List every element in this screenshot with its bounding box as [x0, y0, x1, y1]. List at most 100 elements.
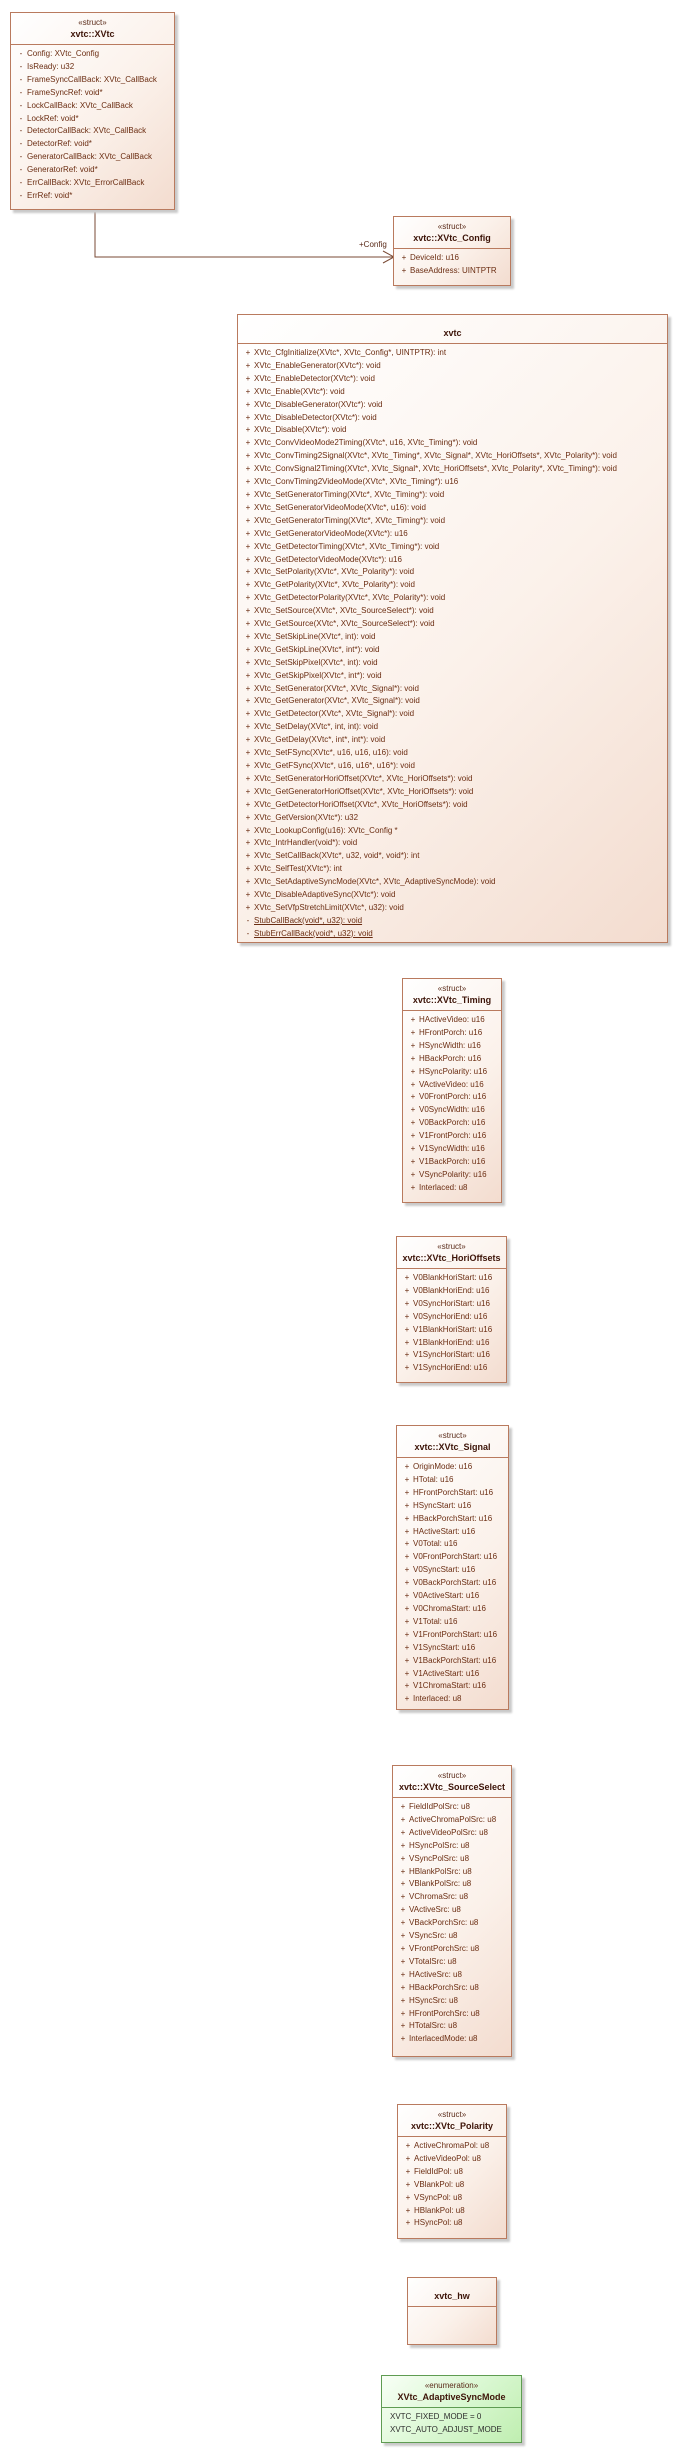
hw-class-box[interactable]: xvtc_hw	[407, 2277, 497, 2345]
class-member[interactable]: +XVtc_EnableGenerator(XVtc*): void	[242, 360, 663, 373]
class-member[interactable]: +V1SyncHoriEnd: u16	[401, 1362, 502, 1375]
class-member[interactable]: +VBackPorchSrc: u8	[397, 1917, 507, 1930]
class-member[interactable]: +HTotal: u16	[401, 1474, 504, 1487]
enum-literal[interactable]: XVTC_AUTO_ADJUST_MODE	[386, 2424, 517, 2437]
class-member[interactable]: +BaseAddress: UINTPTR	[398, 265, 506, 278]
class-member[interactable]: +XVtc_GetDetector(XVtc*, XVtc_Signal*): …	[242, 708, 663, 721]
class-member[interactable]: +V1SyncHoriStart: u16	[401, 1349, 502, 1362]
class-member[interactable]: +XVtc_DisableGenerator(XVtc*): void	[242, 399, 663, 412]
class-member[interactable]: +XVtc_ConvVideoMode2Timing(XVtc*, u16, X…	[242, 437, 663, 450]
class-member[interactable]: +HFrontPorchSrc: u8	[397, 2008, 507, 2021]
class-member[interactable]: +V1ActiveStart: u16	[401, 1668, 504, 1681]
class-member[interactable]: +V0FrontPorch: u16	[407, 1091, 497, 1104]
class-member[interactable]: +XVtc_SetSkipLine(XVtc*, int): void	[242, 631, 663, 644]
class-member[interactable]: +HBackPorchStart: u16	[401, 1513, 504, 1526]
class-member[interactable]: -LockCallBack: XVtc_CallBack	[15, 100, 170, 113]
class-member[interactable]: +XVtc_ConvSignal2Timing(XVtc*, XVtc_Sign…	[242, 463, 663, 476]
class-member[interactable]: +V0ChromaStart: u16	[401, 1603, 504, 1616]
class-member[interactable]: +XVtc_EnableDetector(XVtc*): void	[242, 373, 663, 386]
class-member[interactable]: +V0BackPorch: u16	[407, 1117, 497, 1130]
class-member[interactable]: +XVtc_GetPolarity(XVtc*, XVtc_Polarity*)…	[242, 579, 663, 592]
class-member[interactable]: +VBlankPolSrc: u8	[397, 1878, 507, 1891]
class-member[interactable]: +HSyncWidth: u16	[407, 1040, 497, 1053]
class-member[interactable]: +V0BackPorchStart: u16	[401, 1577, 504, 1590]
class-member[interactable]: -StubErrCallBack(void*, u32): void	[242, 928, 663, 941]
class-member[interactable]: +XVtc_SetPolarity(XVtc*, XVtc_Polarity*)…	[242, 566, 663, 579]
class-member[interactable]: +XVtc_SetFSync(XVtc*, u16, u16, u16): vo…	[242, 747, 663, 760]
class-member[interactable]: +HBlankPol: u8	[402, 2205, 502, 2218]
class-member[interactable]: -ErrCallBack: XVtc_ErrorCallBack	[15, 177, 170, 190]
class-member[interactable]: +XVtc_DisableAdaptiveSync(XVtc*): void	[242, 889, 663, 902]
class-member[interactable]: +HFrontPorchStart: u16	[401, 1487, 504, 1500]
class-member[interactable]: -FrameSyncCallBack: XVtc_CallBack	[15, 74, 170, 87]
timing-class-box[interactable]: «struct»xvtc::XVtc_Timing+HActiveVideo: …	[402, 978, 502, 1203]
class-member[interactable]: +XVtc_GetDelay(XVtc*, int*, int*): void	[242, 734, 663, 747]
class-member[interactable]: +XVtc_Disable(XVtc*): void	[242, 424, 663, 437]
class-member[interactable]: +V1FrontPorch: u16	[407, 1130, 497, 1143]
class-member[interactable]: +HSyncPol: u8	[402, 2217, 502, 2230]
class-member[interactable]: +HSyncPolarity: u16	[407, 1066, 497, 1079]
class-member[interactable]: +HSyncStart: u16	[401, 1500, 504, 1513]
class-member[interactable]: +V1ChromaStart: u16	[401, 1680, 504, 1693]
class-member[interactable]: +VSyncPolarity: u16	[407, 1169, 497, 1182]
class-member[interactable]: +XVtc_DisableDetector(XVtc*): void	[242, 412, 663, 425]
class-member[interactable]: +DeviceId: u16	[398, 252, 506, 265]
config-class-box[interactable]: «struct»xvtc::XVtc_Config+DeviceId: u16+…	[393, 216, 511, 286]
horioffsets-class-box[interactable]: «struct»xvtc::XVtc_HoriOffsets+V0BlankHo…	[396, 1236, 507, 1383]
class-member[interactable]: +VActiveVideo: u16	[407, 1079, 497, 1092]
class-member[interactable]: +XVtc_GetDetectorVideoMode(XVtc*): u16	[242, 554, 663, 567]
class-member[interactable]: +XVtc_GetGeneratorHoriOffset(XVtc*, XVtc…	[242, 786, 663, 799]
class-member[interactable]: +OriginMode: u16	[401, 1461, 504, 1474]
class-member[interactable]: -IsReady: u32	[15, 61, 170, 74]
class-member[interactable]: -GeneratorRef: void*	[15, 164, 170, 177]
class-member[interactable]: +XVtc_GetDetectorPolarity(XVtc*, XVtc_Po…	[242, 592, 663, 605]
class-member[interactable]: +HBackPorchSrc: u8	[397, 1982, 507, 1995]
class-member[interactable]: +XVtc_GetGeneratorTiming(XVtc*, XVtc_Tim…	[242, 515, 663, 528]
class-member[interactable]: +XVtc_LookupConfig(u16): XVtc_Config *	[242, 825, 663, 838]
xvtc-struct-class-box[interactable]: «struct»xvtc::XVtc-Config: XVtc_Config-I…	[10, 12, 175, 210]
class-member[interactable]: -StubCallBack(void*, u32): void	[242, 915, 663, 928]
polarity-class-box[interactable]: «struct»xvtc::XVtc_Polarity+ActiveChroma…	[397, 2104, 507, 2239]
class-member[interactable]: +XVtc_SetGeneratorHoriOffset(XVtc*, XVtc…	[242, 773, 663, 786]
class-member[interactable]: +ActiveChromaPolSrc: u8	[397, 1814, 507, 1827]
sourceselect-class-box[interactable]: «struct»xvtc::XVtc_SourceSelect+FieldIdP…	[392, 1765, 512, 2057]
class-member[interactable]: +VFrontPorchSrc: u8	[397, 1943, 507, 1956]
class-member[interactable]: +InterlacedMode: u8	[397, 2033, 507, 2046]
class-member[interactable]: +HFrontPorch: u16	[407, 1027, 497, 1040]
class-member[interactable]: +V1BackPorch: u16	[407, 1156, 497, 1169]
class-member[interactable]: -DetectorRef: void*	[15, 138, 170, 151]
class-member[interactable]: +ActiveVideoPolSrc: u8	[397, 1827, 507, 1840]
class-member[interactable]: +XVtc_CfgInitialize(XVtc*, XVtc_Config*,…	[242, 347, 663, 360]
class-member[interactable]: +V0SyncHoriStart: u16	[401, 1298, 502, 1311]
class-member[interactable]: +VTotalSrc: u8	[397, 1956, 507, 1969]
class-member[interactable]: +XVtc_SetGeneratorTiming(XVtc*, XVtc_Tim…	[242, 489, 663, 502]
class-member[interactable]: +FieldIdPolSrc: u8	[397, 1801, 507, 1814]
class-member[interactable]: +VSyncPol: u8	[402, 2192, 502, 2205]
class-member[interactable]: -ErrRef: void*	[15, 190, 170, 203]
class-member[interactable]: +V1BackPorchStart: u16	[401, 1655, 504, 1668]
class-member[interactable]: +XVtc_SetDelay(XVtc*, int, int): void	[242, 721, 663, 734]
class-member[interactable]: +VSyncSrc: u8	[397, 1930, 507, 1943]
class-member[interactable]: +V1SyncStart: u16	[401, 1642, 504, 1655]
class-member[interactable]: -Config: XVtc_Config	[15, 48, 170, 61]
class-member[interactable]: +V1FrontPorchStart: u16	[401, 1629, 504, 1642]
class-member[interactable]: +V0Total: u16	[401, 1538, 504, 1551]
class-member[interactable]: +V1Total: u16	[401, 1616, 504, 1629]
class-member[interactable]: +XVtc_SetGenerator(XVtc*, XVtc_Signal*):…	[242, 683, 663, 696]
class-member[interactable]: +XVtc_GetDetectorTiming(XVtc*, XVtc_Timi…	[242, 541, 663, 554]
class-member[interactable]: +V0BlankHoriEnd: u16	[401, 1285, 502, 1298]
class-member[interactable]: +V1SyncWidth: u16	[407, 1143, 497, 1156]
class-member[interactable]: +HActiveSrc: u8	[397, 1969, 507, 1982]
class-member[interactable]: +V0BlankHoriStart: u16	[401, 1272, 502, 1285]
class-member[interactable]: -LockRef: void*	[15, 113, 170, 126]
class-member[interactable]: +XVtc_IntrHandler(void*): void	[242, 837, 663, 850]
xvtc-module-class-box[interactable]: xvtc+XVtc_CfgInitialize(XVtc*, XVtc_Conf…	[237, 314, 668, 943]
class-member[interactable]: +XVtc_GetSkipPixel(XVtc*, int*): void	[242, 670, 663, 683]
class-member[interactable]: +V0ActiveStart: u16	[401, 1590, 504, 1603]
class-member[interactable]: +V0SyncStart: u16	[401, 1564, 504, 1577]
class-member[interactable]: +V1BlankHoriEnd: u16	[401, 1337, 502, 1350]
class-member[interactable]: +XVtc_GetFSync(XVtc*, u16, u16*, u16*): …	[242, 760, 663, 773]
class-member[interactable]: +ActiveVideoPol: u8	[402, 2153, 502, 2166]
class-member[interactable]: +XVtc_SetCallBack(XVtc*, u32, void*, voi…	[242, 850, 663, 863]
